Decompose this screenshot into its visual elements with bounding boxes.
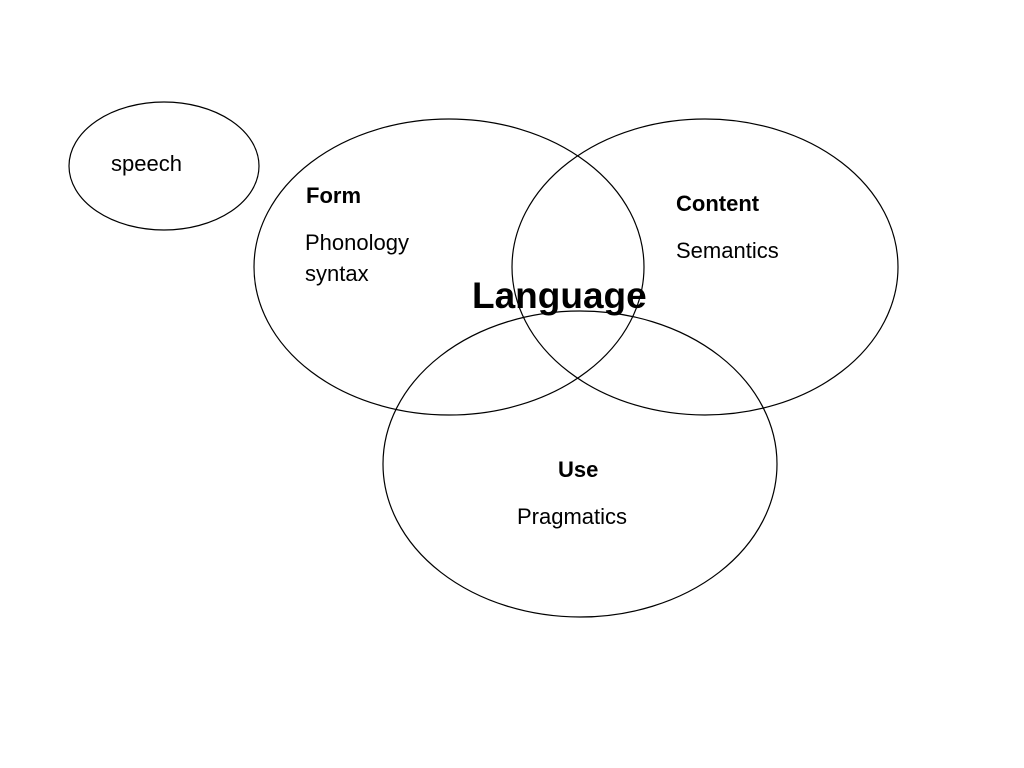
use-pragmatics-text: Pragmatics (517, 504, 628, 529)
use-heading: Use (558, 457, 599, 482)
content-semantics-text: Semantics (676, 238, 779, 263)
form-ellipse (253, 118, 645, 416)
form-phonology-text: Phonology (305, 230, 409, 255)
content-heading: Content (676, 191, 760, 216)
content-ellipse (511, 118, 899, 416)
use-ellipse (382, 310, 778, 618)
form-syntax-text: syntax (305, 261, 369, 286)
form-heading: Form (306, 183, 361, 208)
speech-label: speech (111, 151, 182, 176)
speech-ellipse (68, 101, 260, 231)
language-center-label: Language (472, 275, 647, 316)
